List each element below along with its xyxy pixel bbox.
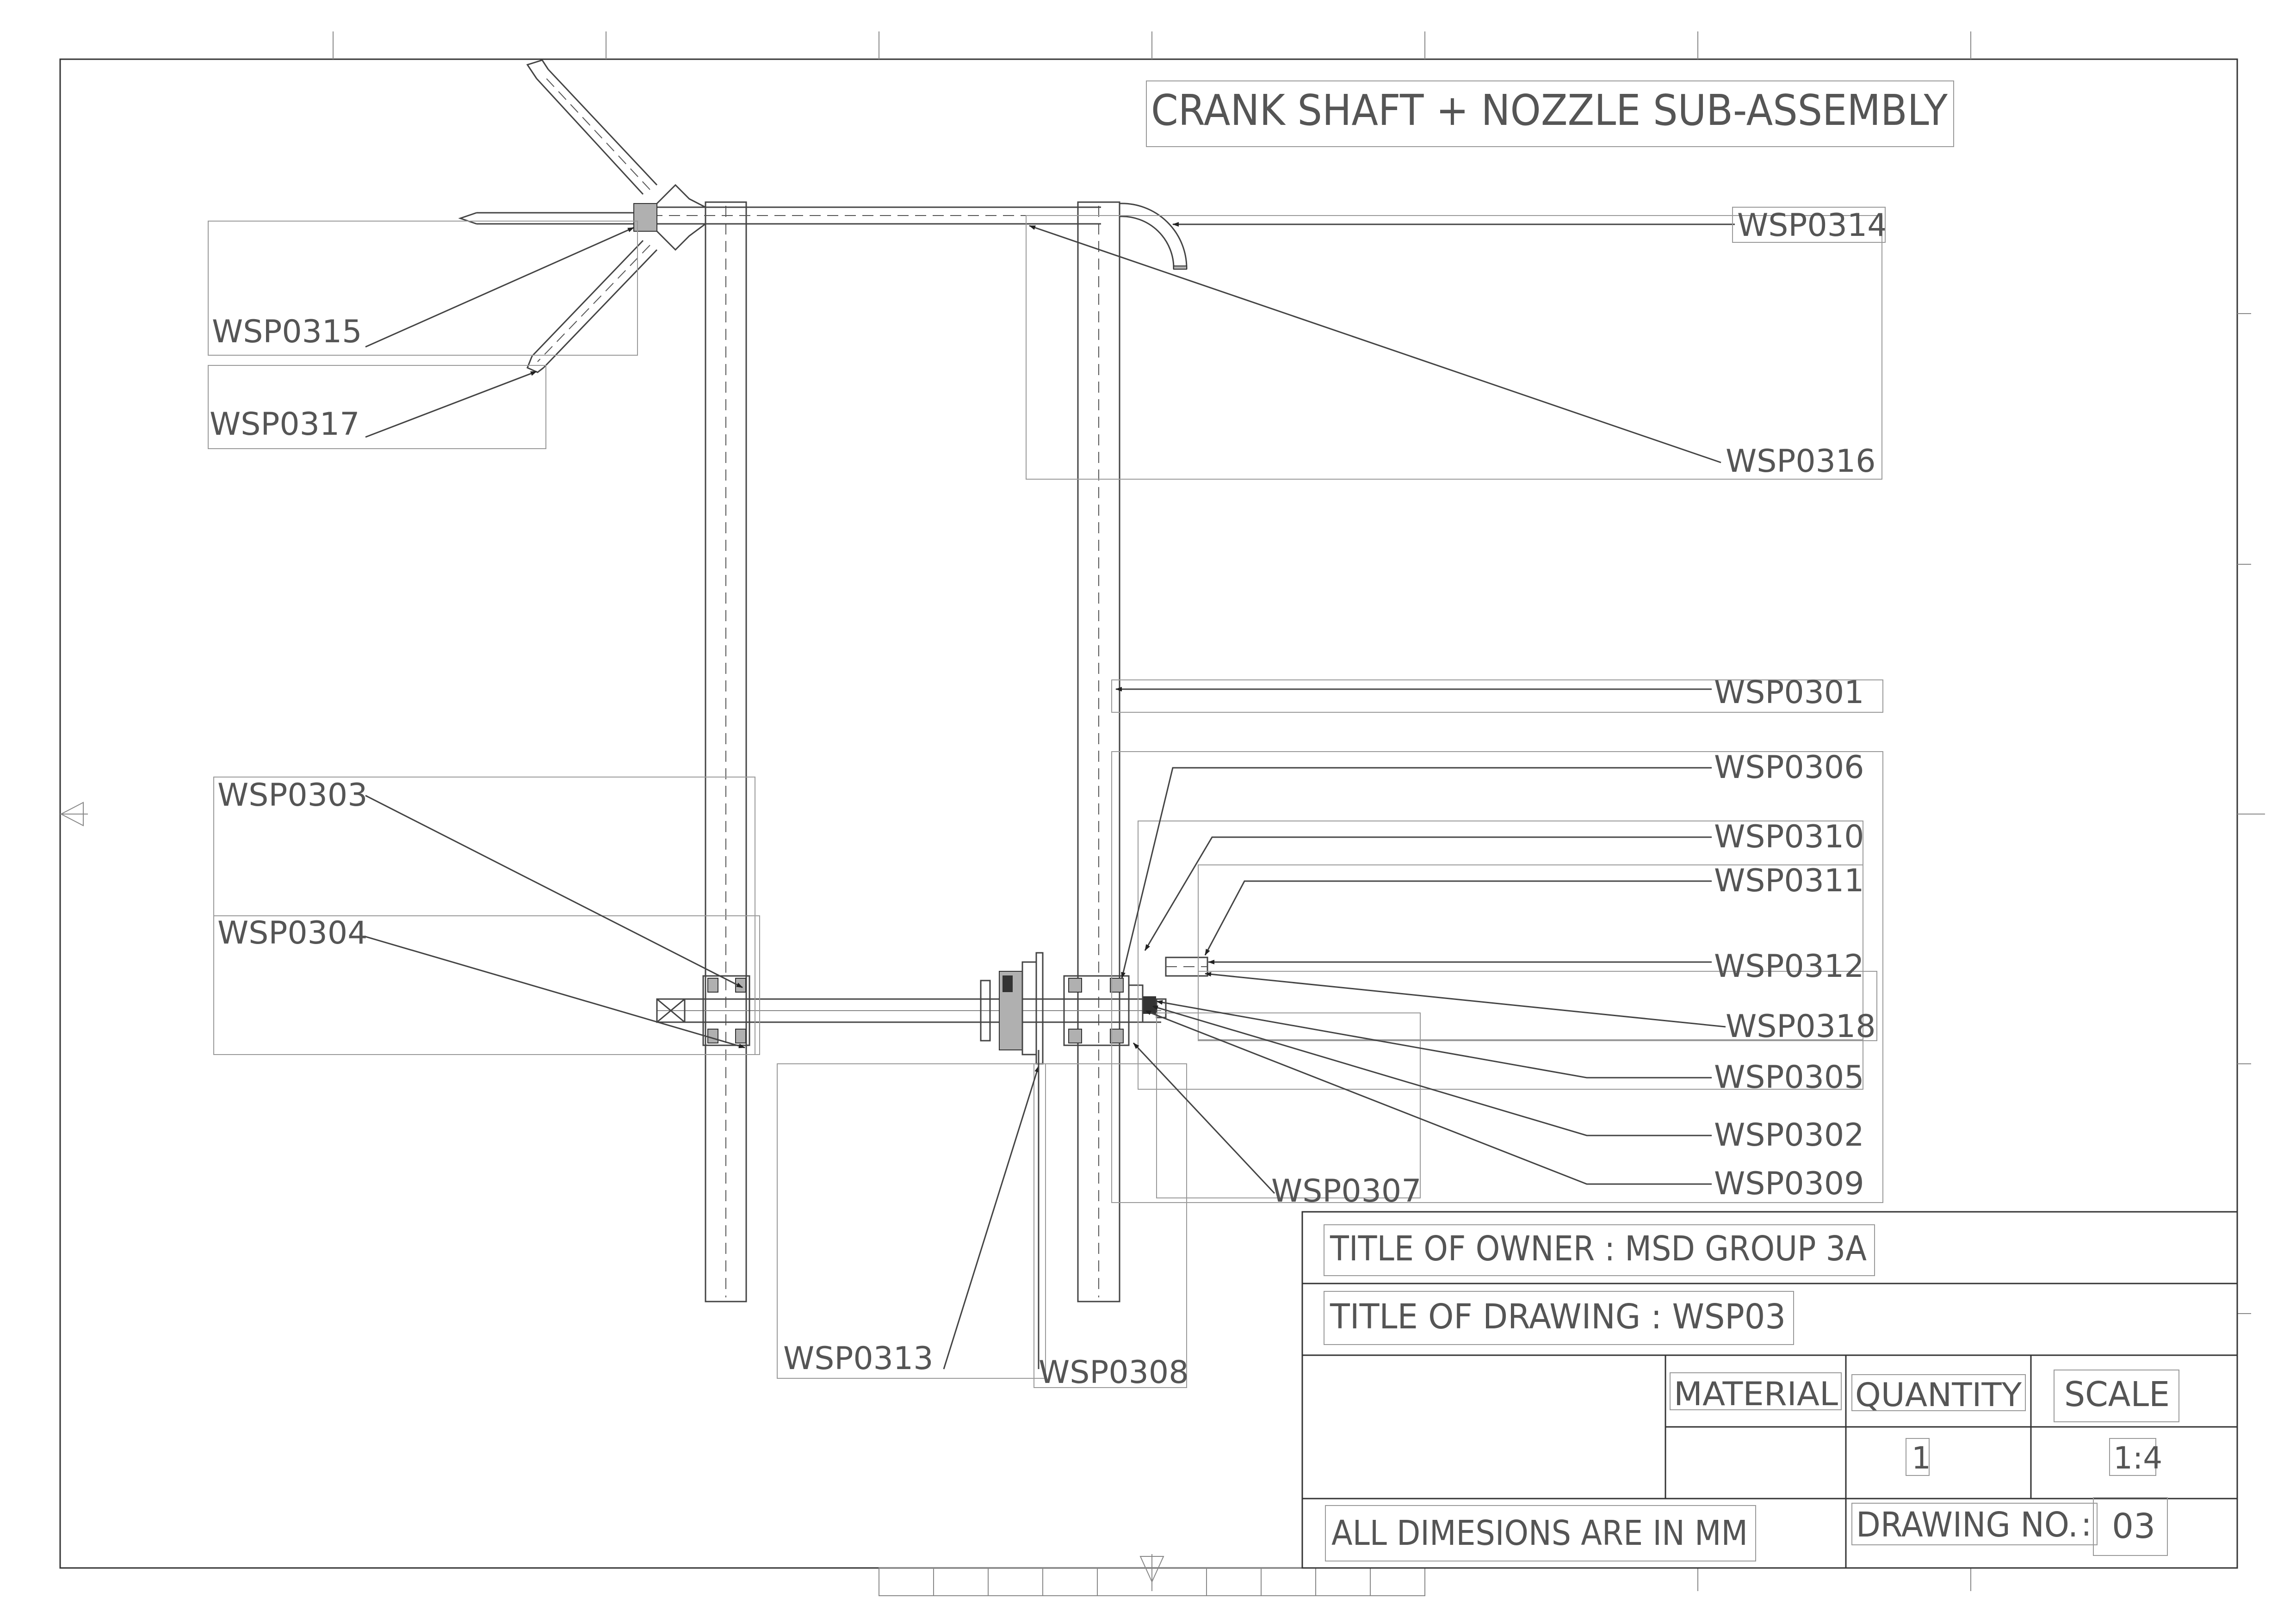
label-wsp0306: WSP0306 [1714,749,1864,786]
label-wsp0303: WSP0303 [217,777,367,814]
drawing-no-label: DRAWING NO. [1856,1505,2078,1545]
label-wsp0315: WSP0315 [212,314,362,350]
label-wsp0301: WSP0301 [1714,674,1864,711]
label-wsp0314: WSP0314 [1737,207,1887,244]
label-wsp0302: WSP0302 [1714,1117,1864,1154]
sheet-frame [59,31,2265,1596]
units-note: ALL DIMESIONS ARE IN MM [1331,1513,1748,1553]
material-label: MATERIAL [1674,1375,1838,1413]
label-wsp0309: WSP0309 [1714,1166,1864,1202]
label-wsp0312: WSP0312 [1714,948,1864,985]
label-wsp0304: WSP0304 [217,915,367,951]
label-wsp0316: WSP0316 [1726,443,1875,480]
label-wsp0311: WSP0311 [1714,863,1864,899]
label-wsp0317: WSP0317 [210,406,359,443]
leader-lines [365,222,1735,1370]
label-wsp0313: WSP0313 [783,1340,933,1377]
drawing-no-value: 03 [2112,1506,2155,1546]
callout-frames [208,215,1883,1388]
label-wsp0310: WSP0310 [1714,819,1864,855]
quantity-value: 1 [1912,1440,1931,1476]
title-drawing: TITLE OF DRAWING : WSP03 [1330,1297,1786,1337]
part-labels: WSP0314 WSP0315 WSP0317 WSP0316 WSP0301 … [210,207,1887,1391]
nozzle-assembly [458,59,706,373]
label-wsp0305: WSP0305 [1714,1059,1864,1096]
scale-label: SCALE [2064,1375,2170,1414]
label-wsp0307: WSP0307 [1271,1173,1421,1210]
drawing-no-separator: : [2081,1506,2092,1543]
label-wsp0318: WSP0318 [1726,1008,1875,1045]
title-owner: TITLE OF OWNER : MSD GROUP 3A [1330,1229,1867,1269]
scale-value: 1:4 [2113,1440,2162,1476]
label-wsp0308: WSP0308 [1039,1354,1188,1391]
drawing-title: CRANK SHAFT + NOZZLE SUB-ASSEMBLY [1151,86,1948,135]
quantity-label: QUANTITY [1855,1376,2022,1414]
title-block: TITLE OF OWNER : MSD GROUP 3A TITLE OF D… [1301,1211,2238,1569]
